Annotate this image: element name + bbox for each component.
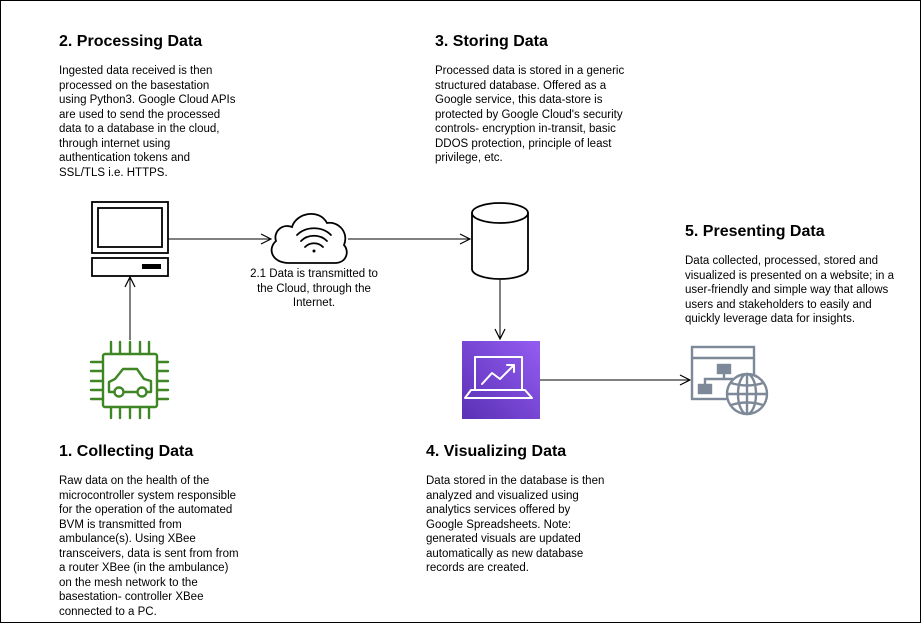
presenting-text-line: quickly leverage data for insights. xyxy=(685,313,856,325)
storing-text: Processed data is stored in a generic st… xyxy=(435,64,624,166)
presenting-text-line: visualized is presented on a website; in… xyxy=(685,269,895,282)
storing-text-line: controls- encryption in-transit, basic xyxy=(435,123,616,135)
cloud-caption: 2.1 Data is transmitted to the Cloud, th… xyxy=(229,267,399,311)
visualizing-text-line: records are created. xyxy=(426,562,529,574)
processing-text-line: Ingested data received is then xyxy=(59,65,213,77)
visualizing-text-line: Data stored in the database is then xyxy=(426,475,605,487)
storing-text-line: protected by Google Cloud's security xyxy=(435,108,623,121)
collecting-text-line: a router XBee (in the ambulance) xyxy=(59,562,229,574)
collecting-text: Raw data on the health of the microcontr… xyxy=(59,474,239,619)
presenting-text-line: user-friendly and simple way that allows xyxy=(685,284,889,296)
processing-text-line: SSL/TLS i.e. HTTPS. xyxy=(59,166,168,179)
visualizing-text-line: Google Spreadsheets. Note: xyxy=(426,518,572,531)
processing-text-line: through internet using xyxy=(59,137,171,150)
website-sitemap-globe-icon xyxy=(690,345,769,416)
processing-text-line: processed on the basestation xyxy=(59,79,210,92)
vehicle-chip-icon xyxy=(89,340,170,420)
collecting-text-line: on the mesh network to the xyxy=(59,576,198,589)
visualizing-title: 4. Visualizing Data xyxy=(426,443,567,460)
collecting-text-line: microcontroller system responsible xyxy=(59,489,237,502)
collecting-text-line: BVM is transmitted from xyxy=(59,518,182,531)
collecting-text-line: for the operation of the automated xyxy=(59,504,233,516)
processing-text-line: using Python3. Google Cloud APIs xyxy=(59,94,236,106)
collecting-text-line: basestation- controller XBee xyxy=(59,591,204,603)
collecting-title: 1. Collecting Data xyxy=(59,443,194,460)
collecting-text-line: Raw data on the health of the xyxy=(59,475,210,487)
presenting-text-line: Data collected, processed, stored and xyxy=(685,255,879,267)
visualizing-text-line: generated visuals are updated xyxy=(426,533,581,545)
cloud-caption-line: the Cloud, through the xyxy=(257,282,371,295)
processing-text-line: data to a database in the cloud, xyxy=(59,123,220,135)
visualizing-text: Data stored in the database is then anal… xyxy=(426,474,604,576)
analytics-chart-icon xyxy=(462,341,540,419)
processing-text: Ingested data received is then processed… xyxy=(59,64,235,180)
processing-text-line: are used to send the processed xyxy=(59,108,221,121)
cloud-caption-line: Internet. xyxy=(292,297,336,309)
storing-text-line: privilege, etc. xyxy=(435,152,503,164)
database-cylinder-icon xyxy=(471,202,529,280)
cloud-caption-line: 2.1 Data is transmitted to xyxy=(250,268,378,280)
presenting-text: Data collected, processed, stored and vi… xyxy=(685,254,894,327)
visualizing-text-line: automatically as new database xyxy=(426,547,584,560)
processing-text-line: authentication tokens and xyxy=(59,152,191,164)
collecting-text-line: ambulance(s). Using XBee xyxy=(59,533,196,545)
storing-text-line: Processed data is stored in a generic xyxy=(435,65,625,77)
visualizing-text-line: analyzed and visualized using xyxy=(426,489,579,502)
collecting-text-line: transceivers, data is sent from from xyxy=(59,547,239,560)
cloud-wifi-icon xyxy=(270,213,348,264)
presenting-title: 5. Presenting Data xyxy=(685,223,825,240)
storing-title: 3. Storing Data xyxy=(435,33,548,50)
visualizing-text-line: analytics services offered by xyxy=(426,504,571,516)
storing-text-line: structured database. Offered as a xyxy=(435,79,607,92)
storing-text-line: Google service, this data-store is xyxy=(435,94,603,106)
processing-title: 2. Processing Data xyxy=(59,33,203,50)
collecting-text-line: connected to a PC. xyxy=(59,605,157,618)
storing-text-line: DDOS protection, principle of least xyxy=(435,137,612,150)
presenting-text-line: users and stakeholders to easily and xyxy=(685,298,872,311)
monitor-icon xyxy=(91,201,169,277)
